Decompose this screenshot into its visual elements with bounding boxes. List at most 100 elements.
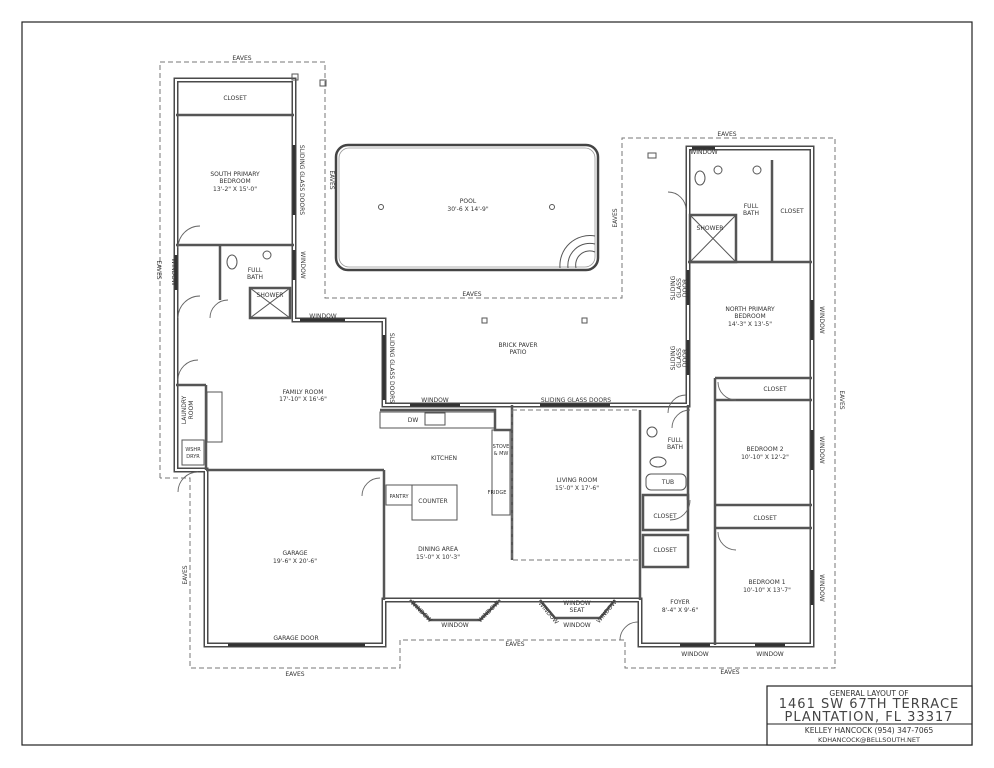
counter-label: COUNTER bbox=[418, 498, 447, 505]
kitchen-sink-icon bbox=[424, 412, 446, 426]
drawing-frame bbox=[21, 21, 973, 746]
dishwasher-label: DW bbox=[408, 417, 419, 424]
window-label: WINDOW bbox=[421, 397, 449, 404]
sliding-label: SLIDING bbox=[670, 345, 677, 370]
north-closet-label: CLOSET bbox=[780, 208, 804, 215]
toilet-icon bbox=[226, 254, 238, 270]
south-bath-label: FULL bbox=[248, 267, 263, 274]
sink-icon bbox=[646, 426, 658, 438]
washer-label: WSHR bbox=[185, 447, 201, 453]
eaves-label: EAVES bbox=[328, 170, 335, 189]
north-primary-label-2: BEDROOM bbox=[734, 313, 765, 320]
north-primary-dim: 14'-3" X 13'-5" bbox=[728, 321, 772, 328]
dining-area-label: DINING AREA bbox=[418, 546, 459, 553]
eaves-label: EAVES bbox=[720, 669, 739, 676]
title-block: GENERAL LAYOUT OF 1461 SW 67TH TERRACE P… bbox=[766, 685, 973, 746]
bedroom-2-dim: 10'-10" X 12'-2" bbox=[741, 454, 789, 461]
window-label: WINDOW bbox=[690, 149, 718, 156]
fixtures bbox=[226, 165, 762, 491]
window-label: WINDOW bbox=[756, 651, 784, 658]
tub-label: TUB bbox=[661, 479, 674, 486]
south-primary-label: SOUTH PRIMARY bbox=[210, 171, 260, 178]
eaves-label: EAVES bbox=[462, 291, 481, 298]
sink-icon bbox=[752, 165, 762, 175]
window-label: WINDOW bbox=[299, 251, 306, 279]
door-label: DOOR bbox=[682, 349, 689, 367]
foyer-dim: 8'-4" X 9'-6" bbox=[662, 607, 699, 614]
exterior-walls bbox=[173, 77, 815, 648]
hall-bath-label: FULL bbox=[668, 437, 683, 444]
stove-label: STOVE bbox=[493, 444, 510, 450]
glass-label: GLASS bbox=[676, 278, 683, 298]
hall-bath-label-2: BATH bbox=[667, 444, 683, 451]
closet-label: CLOSET bbox=[653, 547, 677, 554]
window-seat-label-2: SEAT bbox=[570, 607, 585, 614]
south-primary-label-2: BEDROOM bbox=[219, 178, 250, 185]
pantry-label: PANTRY bbox=[389, 494, 409, 500]
kitchen-label: KITCHEN bbox=[431, 455, 457, 462]
north-bath-label: FULL bbox=[744, 203, 759, 210]
window-label: WINDOW bbox=[170, 258, 177, 286]
title-email: KDHANCOCK@BELLSOUTH.NET bbox=[818, 736, 920, 744]
window-label: WINDOW bbox=[818, 574, 825, 602]
window-label: WINDOW bbox=[409, 600, 433, 624]
window-label: WINDOW bbox=[537, 600, 560, 626]
window-label: WINDOW bbox=[818, 436, 825, 464]
north-primary-label: NORTH PRIMARY bbox=[725, 306, 775, 313]
eaves-label: EAVES bbox=[838, 390, 845, 409]
eaves-label: EAVES bbox=[182, 565, 189, 584]
pool-dim: 30'-6 X 14'-9" bbox=[447, 206, 488, 213]
family-room-dim: 17'-10" X 16'-6" bbox=[279, 396, 327, 403]
window-seat-label: WINDOW bbox=[563, 600, 591, 607]
foyer-label: FOYER bbox=[670, 599, 689, 606]
sink-icon bbox=[713, 165, 723, 175]
bedroom-2-label: BEDROOM 2 bbox=[746, 446, 783, 453]
window-label: WINDOW bbox=[441, 622, 469, 629]
north-shower-label: SHOWER bbox=[697, 225, 724, 232]
living-room-label: LIVING ROOM bbox=[557, 477, 598, 484]
interior-walls bbox=[176, 113, 812, 645]
window-label: WINDOW bbox=[681, 651, 709, 658]
window-label: WINDOW bbox=[477, 600, 501, 624]
eaves-label: EAVES bbox=[717, 131, 736, 138]
fridge-label: FRIDGE bbox=[488, 490, 507, 496]
eaves-label: EAVES bbox=[505, 641, 524, 648]
door-swings bbox=[177, 191, 737, 641]
tub-icon bbox=[645, 473, 687, 491]
room-labels: CLOSET SOUTH PRIMARY BEDROOM 13'-2" X 15… bbox=[181, 95, 804, 642]
title-heading: GENERAL LAYOUT OF bbox=[829, 689, 908, 698]
window-label: WINDOW bbox=[563, 622, 591, 629]
pool-label: POOL bbox=[460, 198, 477, 205]
sliding-label: SLIDING bbox=[670, 275, 677, 300]
south-shower-label: SHOWER bbox=[257, 292, 284, 299]
stove-label-2: & MW bbox=[494, 451, 509, 457]
title-contact: KELLEY HANCOCK (954) 347-7065 bbox=[805, 726, 934, 735]
toilet-icon bbox=[694, 170, 706, 186]
sliding-glass-doors-label: SLIDING GLASS DOORS bbox=[541, 397, 611, 404]
glass-label: GLASS bbox=[676, 348, 683, 368]
toilet-icon bbox=[649, 456, 667, 468]
garage-door-label: GARAGE DOOR bbox=[273, 635, 318, 642]
sink-icon bbox=[262, 250, 272, 260]
title-address: 1461 SW 67TH TERRACE bbox=[779, 697, 960, 712]
title-city: PLANTATION, FL 33317 bbox=[784, 710, 953, 725]
living-room-dim: 15'-0" X 17'-6" bbox=[555, 485, 599, 492]
family-room-label: FAMILY ROOM bbox=[283, 389, 324, 396]
eaves-label: EAVES bbox=[155, 260, 162, 279]
eaves-label: EAVES bbox=[232, 55, 251, 62]
laundry-label-2: ROOM bbox=[188, 401, 195, 420]
door-label: DOOR bbox=[682, 279, 689, 297]
pool bbox=[334, 143, 600, 272]
eaves-label: EAVES bbox=[612, 208, 619, 227]
closet-label: CLOSET bbox=[753, 515, 777, 522]
south-bath-label-2: BATH bbox=[247, 274, 263, 281]
window-marks bbox=[174, 145, 814, 647]
bay-windows bbox=[409, 599, 616, 622]
window-label: WINDOW bbox=[818, 306, 825, 334]
closet-label: CLOSET bbox=[763, 386, 787, 393]
patio-posts bbox=[291, 73, 657, 324]
dryer-label: DRYR bbox=[186, 454, 200, 460]
north-bath-label-2: BATH bbox=[743, 210, 759, 217]
sliding-glass-doors-label: SLIDING GLASS DOORS bbox=[298, 145, 305, 215]
